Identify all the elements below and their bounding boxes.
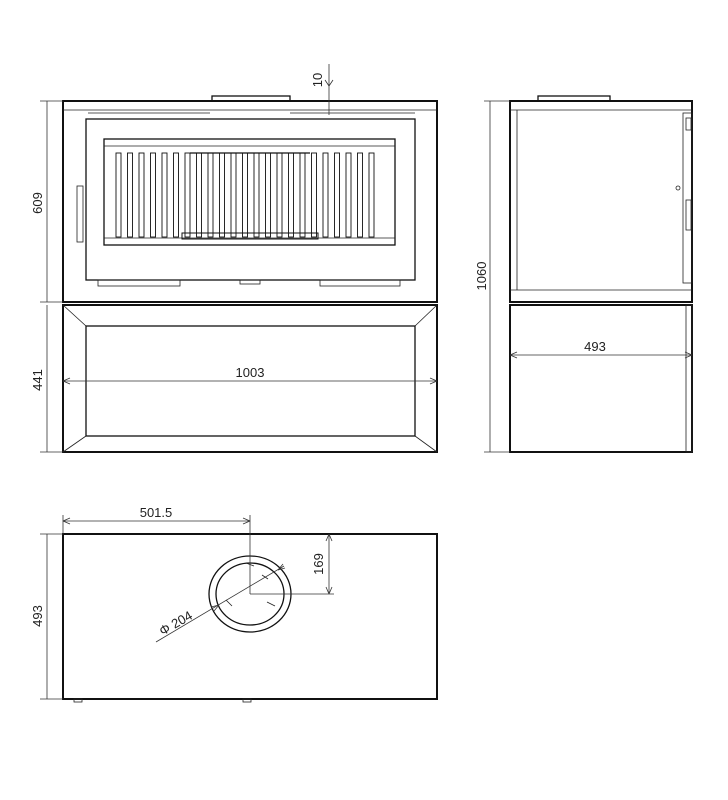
grate-bar [161,152,168,238]
front-view [62,95,438,453]
dimension-side-depth: 493 [509,339,693,359]
dimension-flue-offset-y: 169 [250,533,334,595]
grate-bar [173,152,179,238]
grate-bar [253,152,260,238]
grate-bar [299,152,306,238]
dim-flue-offset-x-label: 501.5 [140,505,173,520]
dim-top-depth-label: 493 [30,605,45,627]
grate-bar [345,152,352,238]
dim-total-height-label: 1060 [474,262,489,291]
grate-bar [219,152,225,238]
grate-bar [276,152,283,238]
grate-bars [115,152,375,240]
grate-bar [230,152,237,238]
dimension-base-height: 441 [30,305,63,453]
grate-bar [357,152,363,238]
dimension-top-gap: 10 [310,64,334,115]
grate-bar [127,152,133,238]
grate-bar [207,152,214,238]
grate-bar [138,152,145,238]
grate-bar [150,152,156,238]
grate-bar [334,152,340,238]
grate-bar [368,152,375,238]
grate-bar [115,152,122,238]
dim-side-depth-label: 493 [584,339,606,354]
dimension-total-height: 1060 [474,100,510,453]
dim-upper-height-label: 609 [30,192,45,214]
grate-bar [184,152,191,238]
dim-base-height-label: 441 [30,369,45,391]
grate-bar [311,152,317,238]
dim-width-label: 1003 [236,365,265,380]
side-view [509,95,693,453]
grate-bar [196,152,202,238]
dimension-width: 1003 [62,365,438,385]
dim-top-gap-label: 10 [310,73,325,87]
dimension-top-depth: 493 [30,533,63,700]
grate-rest [181,232,319,240]
grate-bar [322,152,329,238]
grate-bar [242,152,248,238]
grate-bar [288,152,294,238]
dimension-flue-diameter: Φ 204 [155,563,286,643]
dimension-flue-offset-x: 501.5 [62,505,251,594]
dimension-upper-height: 609 [30,100,63,303]
grate-bar [265,152,271,238]
dim-flue-diameter-label: Φ 204 [157,608,195,639]
dim-flue-offset-y-label: 169 [311,553,326,575]
